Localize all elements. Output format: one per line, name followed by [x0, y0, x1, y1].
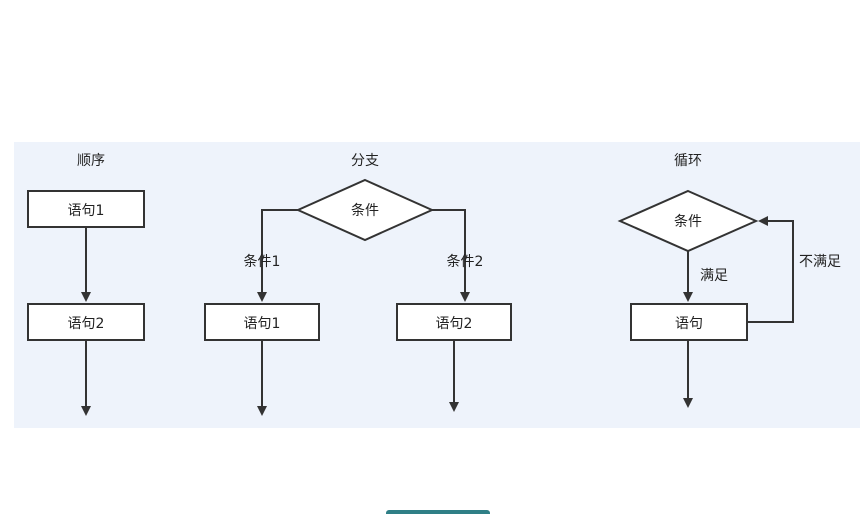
- branch-left-box: [204, 303, 320, 341]
- branch-right-arrow: [432, 209, 470, 302]
- sequence-box-2-label: 语句2: [68, 316, 105, 332]
- loop-yes-label: 满足: [700, 268, 728, 284]
- branch-left-condition: 条件1: [244, 253, 281, 270]
- sequence-box-1: [27, 190, 145, 228]
- loop-decision-label: 条件: [674, 213, 702, 230]
- sequence-title: 顺序: [77, 153, 105, 169]
- bottom-tab-indicator: [386, 510, 490, 514]
- branch-decision-diamond: [295, 178, 435, 242]
- loop-back-arrow: [747, 216, 794, 323]
- sequence-box-1-label: 语句1: [68, 203, 105, 219]
- branch-left-box-label: 语句1: [244, 316, 281, 332]
- branch-left-arrow: [257, 209, 298, 302]
- loop-title: 循环: [674, 153, 702, 169]
- loop-box-label: 语句: [675, 316, 703, 332]
- branch-right-box: [396, 303, 512, 341]
- branch-right-condition: 条件2: [447, 253, 484, 270]
- branch-right-box-label: 语句2: [436, 316, 473, 332]
- diagram-panel: [14, 142, 860, 428]
- branch-title: 分支: [351, 153, 379, 169]
- loop-box: [630, 303, 748, 341]
- loop-no-label: 不满足: [799, 254, 841, 270]
- branch-decision-label: 条件: [351, 202, 379, 219]
